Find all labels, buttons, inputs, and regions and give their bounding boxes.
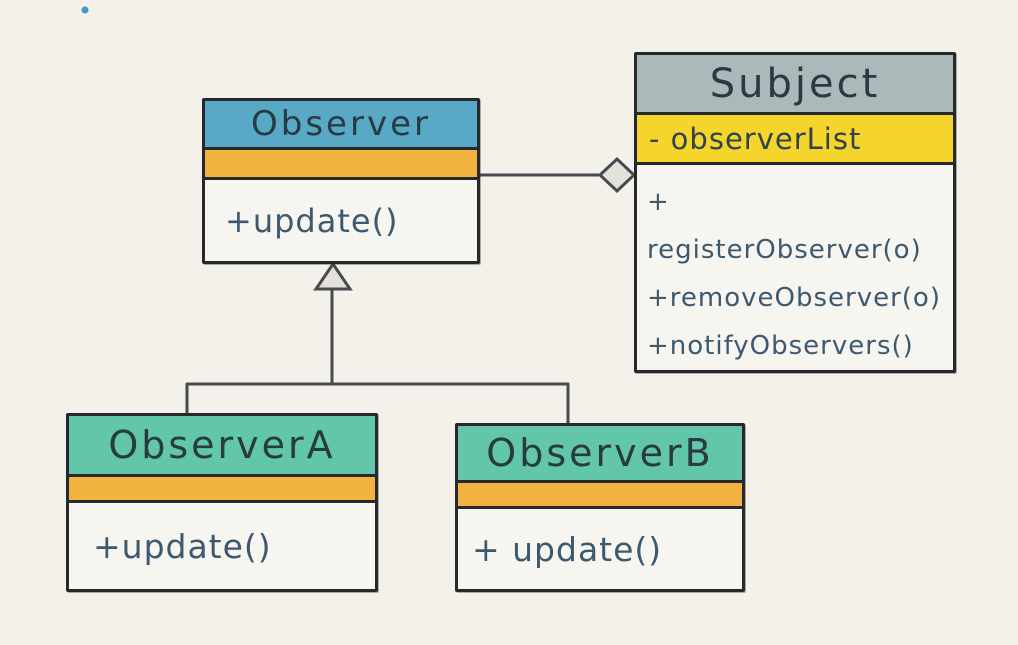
attributes-compartment-empty <box>458 483 742 509</box>
class-box-observer-b: ObserverB + update() <box>455 423 745 592</box>
methods-compartment: +update() <box>205 180 477 261</box>
method-item: +removeObserver(o) <box>647 283 941 313</box>
class-title: ObserverB <box>458 426 742 483</box>
class-title: Observer <box>205 101 477 150</box>
method-item: + registerObserver(o) <box>647 187 922 265</box>
inheritance-connector <box>185 261 570 423</box>
class-box-observer-a: ObserverA +update() <box>66 413 378 592</box>
aggregation-connector <box>480 156 637 194</box>
attributes-compartment-empty <box>69 477 375 503</box>
methods-compartment: + registerObserver(o) +removeObserver(o)… <box>637 165 953 370</box>
inheritance-branch-line <box>185 382 570 423</box>
method-item: +update() <box>93 526 272 566</box>
method-item: +update() <box>225 201 399 240</box>
methods-compartment: + update() <box>458 509 742 589</box>
attributes-compartment-empty <box>205 150 477 180</box>
class-title: ObserverA <box>69 416 375 477</box>
class-box-observer: Observer +update() <box>202 98 480 264</box>
inheritance-triangle-icon <box>313 261 353 291</box>
method-item: +notifyObservers() <box>647 331 914 361</box>
class-title: Subject <box>637 55 953 116</box>
method-item: + update() <box>472 529 663 569</box>
methods-compartment: +update() <box>69 503 375 589</box>
aggregation-diamond-icon <box>597 156 637 194</box>
stray-ink-dot <box>81 6 89 14</box>
class-box-subject: Subject - observerList + registerObserve… <box>634 52 956 373</box>
attribute-item: - observerList <box>637 115 953 165</box>
